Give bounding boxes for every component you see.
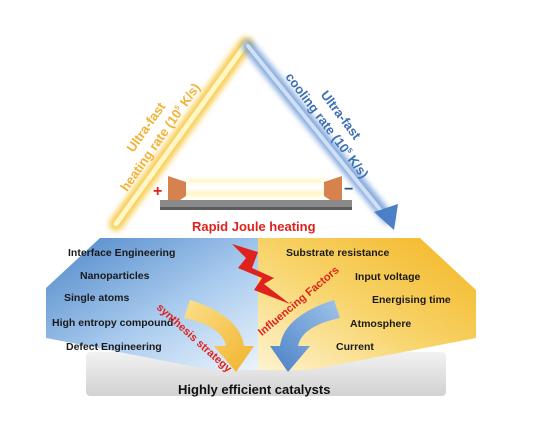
left-item-nanoparticles: Nanoparticles	[80, 270, 150, 282]
negative-electrode-sign: −	[344, 181, 354, 198]
right-item-substrate-resistance: Substrate resistance	[286, 247, 390, 259]
heating-beam	[109, 37, 253, 231]
right-item-energising-time: Energising time	[372, 294, 451, 306]
left-item-interface-engineering: Interface Engineering	[68, 247, 176, 259]
right-item-input-voltage: Input voltage	[355, 271, 421, 283]
rapid-joule-heating-label: Rapid Joule heating	[192, 219, 316, 234]
synthesis-arrow	[184, 300, 254, 372]
right-panel-shape	[258, 238, 476, 370]
right-item-atmosphere: Atmosphere	[350, 318, 412, 330]
joule-heating-rod	[160, 176, 352, 210]
right-item-current: Current	[336, 341, 374, 353]
left-item-defect-engineering: Defect Engineering	[66, 341, 162, 353]
left-item-single-atoms: Single atoms	[64, 292, 130, 304]
left-panel-shape	[46, 238, 268, 370]
lightning-bolt-icon	[232, 244, 290, 304]
cooling-arrow	[242, 40, 398, 230]
positive-electrode-sign: +	[153, 183, 163, 200]
left-item-high-entropy-compound: High entropy compound	[52, 317, 174, 329]
influencing-arrow	[270, 300, 340, 372]
result-label: Highly efficient catalysts	[178, 382, 331, 397]
